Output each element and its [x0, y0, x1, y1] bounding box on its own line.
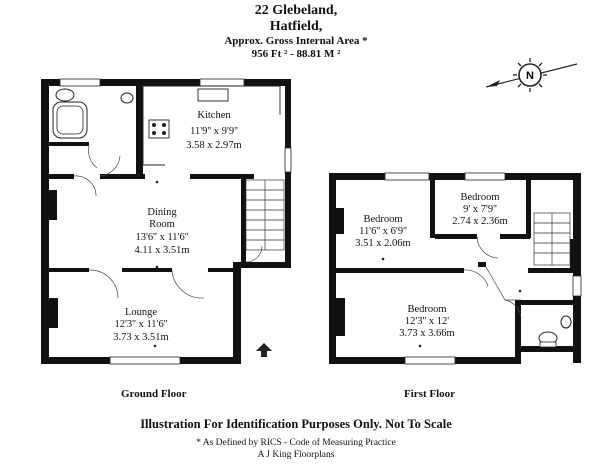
dining-metric: 4.11 x 3.51m [134, 245, 189, 256]
dining-imperial: 13'6'' x 11'6'' [136, 232, 189, 243]
ground-floor-plan: Kitchen 11'9'' x 9'9'' 3.58 x 2.97m Dini… [41, 78, 292, 365]
credit: A J King Floorplans [257, 450, 335, 460]
kitchen-metric: 3.58 x 2.97m [186, 140, 241, 151]
rics-note: * As Defined by RICS - Code of Measuring… [196, 438, 396, 448]
bedroom-1-imperial: 11'6'' x 6'9'' [359, 226, 407, 237]
area-value: 956 Ft ² - 88.81 M ² [251, 48, 341, 60]
lounge-metric: 3.73 x 3.51m [113, 332, 168, 343]
bedroom-2-metric: 2.74 x 2.36m [452, 216, 507, 227]
dining-name: Dining [147, 207, 177, 218]
first-floor-label: First Floor [404, 388, 456, 400]
first-floor-plan: Bedroom 11'6'' x 6'9'' 3.51 x 2.06m Bedr… [329, 172, 582, 365]
compass-icon: N [485, 58, 578, 92]
dining-name-2: Room [149, 219, 175, 230]
entrance-arrow-icon [256, 343, 272, 357]
kitchen-name: Kitchen [197, 110, 231, 121]
ground-floor-label: Ground Floor [121, 388, 187, 400]
bedroom-2-name: Bedroom [460, 192, 499, 203]
area-label: Approx. Gross Internal Area * [224, 35, 368, 47]
bedroom-3-name: Bedroom [407, 304, 446, 315]
kitchen-imperial: 11'9'' x 9'9'' [190, 126, 238, 137]
bedroom-3-metric: 3.73 x 3.66m [399, 328, 454, 339]
bedroom-2-imperial: 9' x 7'9'' [463, 204, 497, 215]
address-line-1: 22 Glebeland, [254, 3, 338, 18]
bedroom-1-metric: 3.51 x 2.06m [355, 238, 410, 249]
bedroom-3-imperial: 12'3'' x 12' [405, 316, 449, 327]
lounge-imperial: 12'3'' x 11'6'' [115, 319, 168, 330]
compass-letter: N [526, 70, 534, 82]
address-line-2: Hatfield, [269, 19, 323, 34]
disclaimer: Illustration For Identification Purposes… [140, 417, 452, 431]
lounge-name: Lounge [125, 307, 157, 318]
bedroom-1-name: Bedroom [363, 214, 402, 225]
